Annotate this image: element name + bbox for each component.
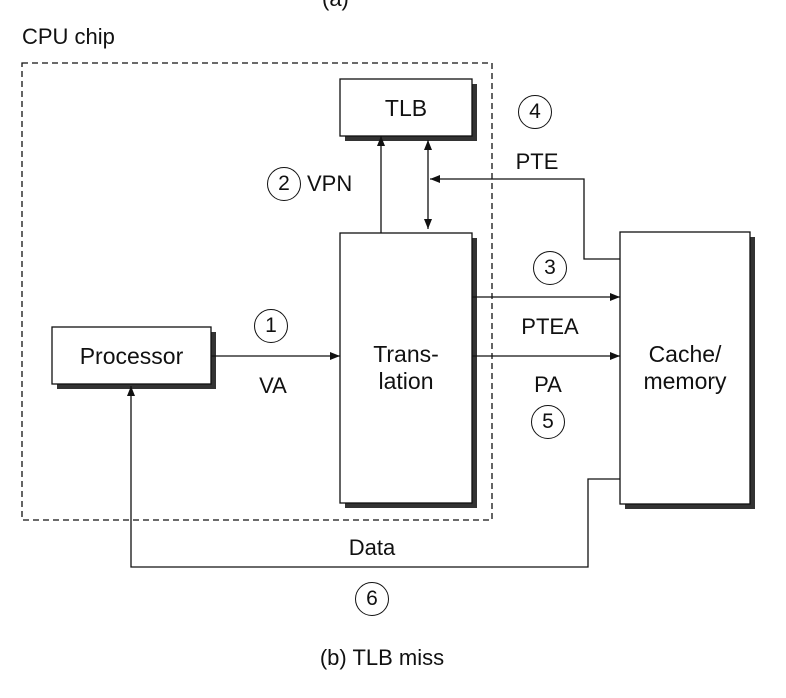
step-4-marker: 4 xyxy=(518,95,552,129)
memory-label: Cache/ memory xyxy=(620,341,750,395)
step-1-marker: 1 xyxy=(254,309,288,343)
figure-caption: (b) TLB miss xyxy=(319,645,445,670)
translation-label-line2: lation xyxy=(378,368,434,394)
cpu-chip-boundary xyxy=(21,62,493,521)
cpu-chip-label: CPU chip xyxy=(22,24,115,49)
memory-label-line2: memory xyxy=(643,368,727,394)
processor-label: Processor xyxy=(79,343,184,369)
pte-arrow xyxy=(430,175,620,260)
data-arrow xyxy=(127,386,620,568)
data-label: Data xyxy=(348,535,396,560)
tlb-box xyxy=(339,78,473,137)
va-label: VA xyxy=(259,373,287,398)
memory-box xyxy=(619,231,751,505)
pa-label: PA xyxy=(534,372,562,397)
pte-label: PTE xyxy=(515,149,559,174)
top-cut-label: (a) xyxy=(322,0,349,11)
translation-label: Trans- lation xyxy=(340,341,472,395)
step-5-marker: 5 xyxy=(531,405,565,439)
tlb-label: TLB xyxy=(384,95,428,121)
step-3-marker: 3 xyxy=(533,251,567,285)
memory-label-line1: Cache/ xyxy=(648,341,722,367)
processor-box xyxy=(51,326,212,385)
step-2-marker: 2 xyxy=(267,167,301,201)
step-6-marker: 6 xyxy=(355,582,389,616)
ptea-label: PTEA xyxy=(521,314,579,339)
vpn-label: VPN xyxy=(307,171,353,196)
translation-label-line1: Trans- xyxy=(373,341,439,367)
translation-box xyxy=(339,232,473,504)
